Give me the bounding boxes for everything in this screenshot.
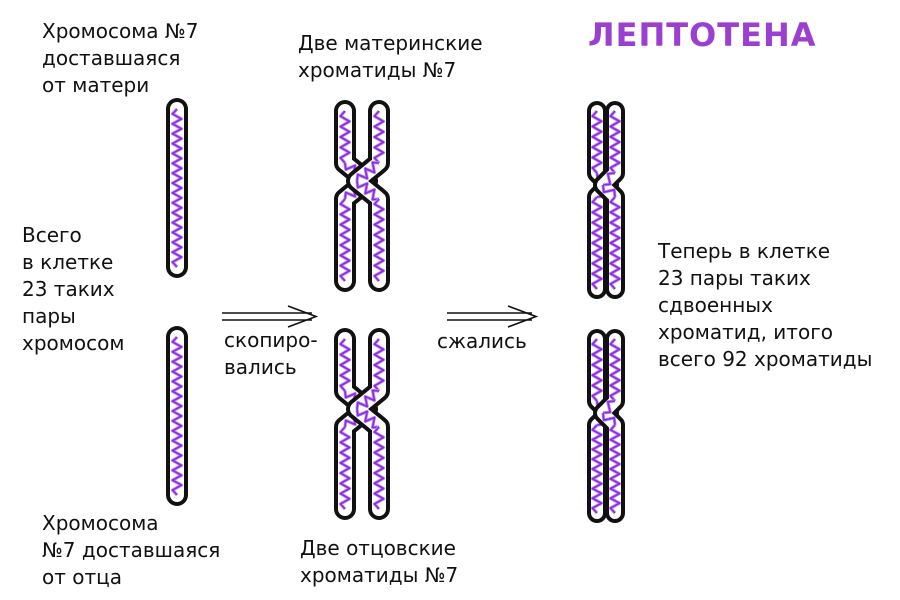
maternal-chromosome bbox=[166, 98, 188, 278]
condensed-chromatid-right bbox=[609, 110, 621, 174]
step-copied-line: скопиро- bbox=[224, 328, 318, 352]
condensed-chromatid-left bbox=[591, 338, 603, 402]
label-maternal-chromosome: Хромосома №7 доставшаяся от матери bbox=[42, 18, 198, 99]
maternal-chromatid-pair bbox=[334, 100, 390, 292]
result-line: 23 пары таких bbox=[658, 266, 811, 290]
chromatid-right bbox=[373, 338, 385, 392]
chromatid-right bbox=[356, 389, 380, 410]
chromatid-left bbox=[339, 426, 351, 510]
label-paternal-chromosome: Хромосома №7 доставшаяся от отца bbox=[42, 510, 220, 591]
chromatid-left bbox=[339, 198, 351, 282]
condensed-chromatid-right bbox=[602, 400, 616, 414]
label-total-chromosomes: Всего в клетке 23 таких пары хромосом bbox=[22, 222, 124, 357]
total-line: 23 таких bbox=[22, 277, 115, 301]
mother-chromosome-line: от матери bbox=[42, 73, 150, 97]
condensed-chromatid-right bbox=[609, 196, 621, 290]
father-chromosome-line: от отца bbox=[42, 565, 122, 589]
chromatid-right bbox=[373, 198, 385, 282]
condensed-chromatid-right bbox=[602, 412, 616, 426]
paternal-chromatids-line: Две отцовские bbox=[300, 536, 456, 560]
label-result: Теперь в клетке 23 пары таких сдвоенных хро… bbox=[658, 238, 872, 373]
condensed-chromatid-right bbox=[609, 338, 621, 402]
result-line: всего 92 хроматиды bbox=[658, 347, 873, 371]
condensed-chromatid-right bbox=[609, 424, 621, 514]
chromatid-left bbox=[339, 338, 351, 392]
maternal-chromatids-line: Две материнские bbox=[298, 31, 483, 55]
condensed-chromatid-left bbox=[591, 110, 603, 174]
arrow-condensed bbox=[447, 305, 539, 328]
total-line: пары bbox=[22, 304, 76, 328]
step-condensed-line: сжались bbox=[437, 329, 527, 353]
condensed-chromatid-left bbox=[591, 196, 603, 290]
paternal-chromosome bbox=[166, 326, 188, 506]
stage-title: ЛЕПТОТЕНА bbox=[588, 16, 817, 54]
mother-chromosome-line: Хромосома №7 bbox=[42, 19, 199, 43]
chromatid-right bbox=[356, 180, 380, 201]
father-chromosome-line: №7 доставшаяся bbox=[42, 538, 221, 562]
label-paternal-chromatids: Две отцовские хроматиды №7 bbox=[300, 535, 458, 589]
paternal-chromatid-pair bbox=[334, 328, 390, 520]
result-line: сдвоенных bbox=[658, 293, 773, 317]
chromatid-left bbox=[339, 110, 351, 164]
label-maternal-chromatids: Две материнские хроматиды №7 bbox=[298, 30, 483, 84]
father-chromosome-line: Хромосома bbox=[42, 511, 159, 535]
label-step-condensed: сжались bbox=[437, 328, 527, 355]
condensed-chromatid-left bbox=[591, 424, 603, 514]
chromatin-strand bbox=[171, 336, 183, 496]
chromatid-right bbox=[356, 408, 380, 429]
condensed-chromatid-right bbox=[602, 184, 616, 198]
result-line: Теперь в клетке bbox=[658, 239, 831, 263]
total-line: Всего bbox=[22, 223, 82, 247]
arrow-copied bbox=[222, 305, 319, 328]
condensed-chromatid-right bbox=[602, 172, 616, 186]
chromatid-right bbox=[373, 110, 385, 164]
result-line: хроматид, итого bbox=[658, 320, 833, 344]
condensed-maternal-chromatids bbox=[587, 101, 625, 299]
step-copied-line: вались bbox=[224, 355, 297, 379]
total-line: в клетке bbox=[22, 250, 114, 274]
paternal-chromatids-line: хроматиды №7 bbox=[300, 563, 459, 587]
chromatid-right bbox=[356, 161, 380, 182]
condensed-paternal-chromatids bbox=[587, 329, 625, 523]
label-step-copied: скопиро-вались bbox=[224, 327, 318, 381]
chromatid-right bbox=[373, 426, 385, 510]
total-line: хромосом bbox=[22, 331, 125, 355]
maternal-chromatids-line: хроматиды №7 bbox=[298, 58, 457, 82]
chromatin-strand bbox=[171, 108, 183, 268]
mother-chromosome-line: доставшаяся bbox=[42, 46, 181, 70]
